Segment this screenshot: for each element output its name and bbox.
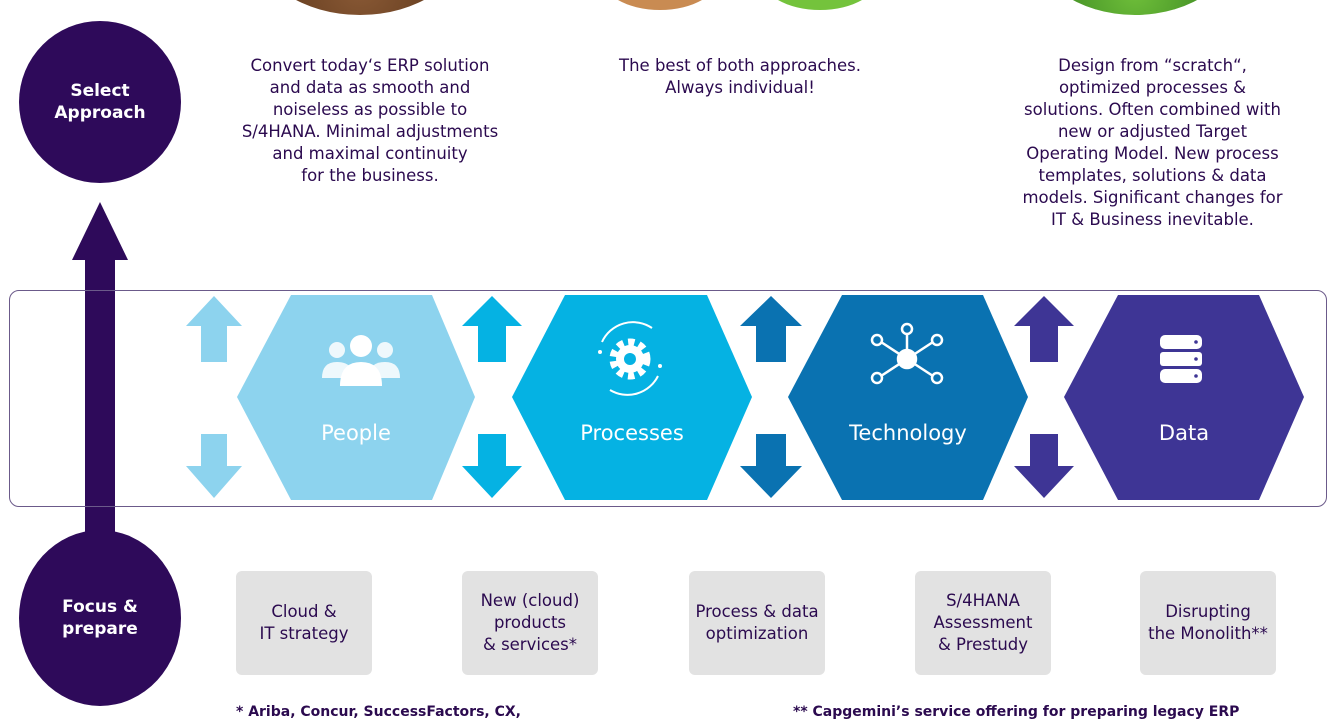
technology-down-arrow: [740, 434, 802, 498]
pillars-diagram: People Processes Technology Data: [186, 295, 1304, 500]
service-box-disrupting-monolith: Disrupting the Monolith**: [1140, 571, 1276, 675]
technology-hexagon: [788, 295, 1028, 500]
upward-arrow-shaft: [85, 258, 115, 573]
processes-down-arrow: [462, 434, 522, 498]
approach-greenfield-text: Design from “scratch“, optimized process…: [1022, 56, 1283, 229]
focus-prepare-label: Focus & prepare: [62, 597, 138, 639]
technology-up-arrow: [740, 296, 802, 362]
data-label: Data: [1159, 421, 1209, 445]
service-box-cloud-products: New (cloud) products & services*: [462, 571, 598, 675]
focus-prepare-circle: Focus & prepare: [19, 530, 181, 706]
approach-hybrid-text: The best of both approaches. Always indi…: [619, 56, 861, 97]
processes-hexagon: [512, 295, 752, 500]
people-down-arrow: [186, 434, 242, 498]
people-hexagon: [237, 295, 475, 500]
processes-up-arrow: [462, 296, 522, 362]
technology-label: Technology: [848, 421, 967, 445]
people-icon-front: [340, 335, 382, 386]
gear-cycle-icon: [598, 321, 662, 396]
processes-label: Processes: [580, 421, 684, 445]
data-up-arrow: [1014, 296, 1074, 362]
network-hub-icon: [870, 322, 944, 385]
select-approach-circle: Select Approach: [19, 21, 181, 183]
orange-half-circle: [600, 0, 720, 10]
approach-conversion-text: Convert today‘s ERP solution and data as…: [241, 56, 499, 185]
data-down-arrow: [1014, 434, 1074, 498]
pillars-band: [9, 290, 1327, 507]
database-icon: [1160, 335, 1202, 383]
footnote-right: ** Capgemini’s service offering for prep…: [793, 704, 1240, 720]
people-label: People: [321, 421, 391, 445]
footnote-left: * Ariba, Concur, SuccessFactors, CX,: [236, 704, 521, 720]
brown-soil-photo: [255, 0, 465, 15]
upward-arrow-head: [72, 202, 128, 260]
select-approach-label: Select Approach: [54, 81, 146, 123]
service-box-process-data: Process & data optimization: [689, 571, 825, 675]
people-up-arrow: [186, 296, 242, 362]
service-box-cloud-strategy: Cloud & IT strategy: [236, 571, 372, 675]
green-half-circle: [760, 0, 880, 10]
data-hexagon: [1064, 295, 1304, 500]
service-box-s4hana-assessment: S/4HANA Assessment & Prestudy: [915, 571, 1051, 675]
green-grass-photo: [1030, 0, 1240, 15]
